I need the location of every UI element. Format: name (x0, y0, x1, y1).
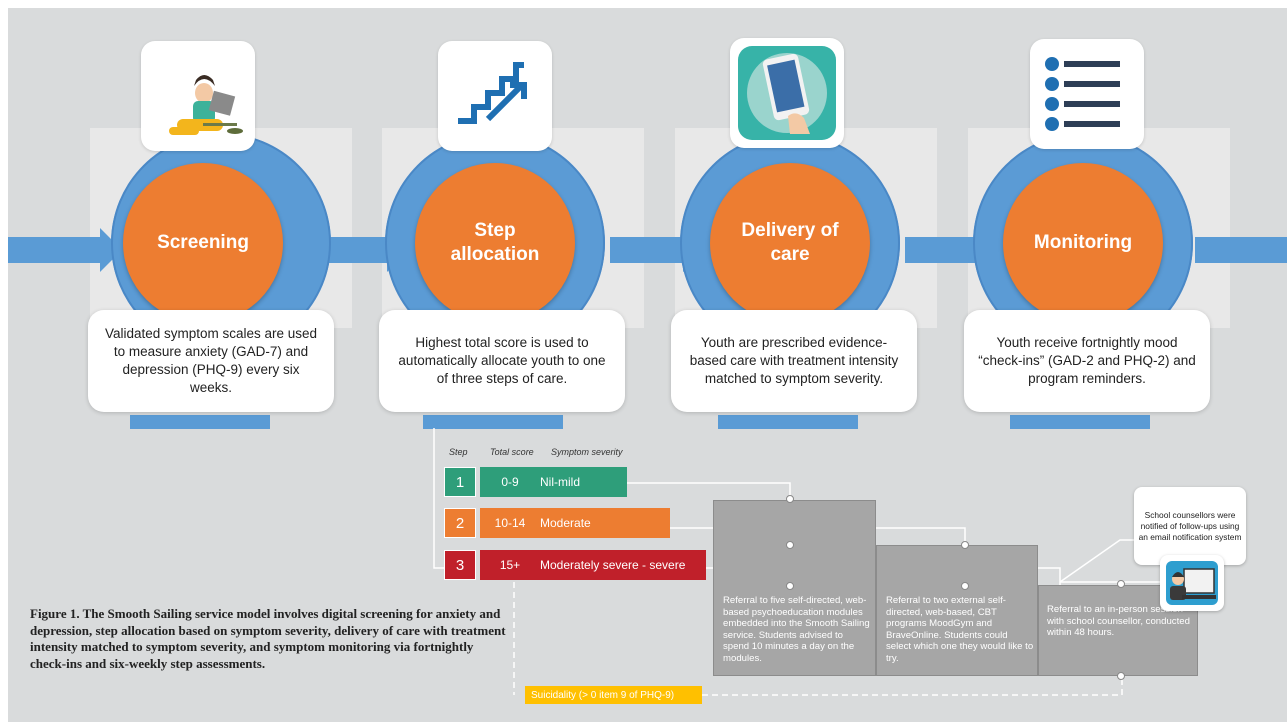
stage-description: Youth receive fortnightly mood “check-in… (964, 310, 1210, 412)
flow-pipe (320, 237, 395, 263)
stage-description: Validated symptom scales are used to mea… (88, 310, 334, 412)
stage-foot-bar (130, 415, 270, 429)
connector-dot (961, 541, 969, 549)
step-row-3: 15+ Moderately severe - severe (480, 550, 706, 580)
score-range: 0-9 (501, 475, 519, 489)
stage-description: Highest total score is used to automatic… (379, 310, 625, 412)
step-row-2: 10-14 Moderate (480, 508, 670, 538)
phone-app-icon (738, 46, 836, 140)
referral-box-step1 (713, 500, 876, 676)
connector-dot (786, 541, 794, 549)
score-range: 15+ (499, 558, 521, 572)
referral-text: Referral to five self-directed, web-base… (723, 595, 870, 664)
connector-dot (1117, 580, 1125, 588)
stage-foot-bar (423, 415, 563, 429)
stage-foot-bar (1010, 415, 1150, 429)
stage-screening: Screening (123, 163, 283, 323)
counsellor-icon-box (1160, 555, 1224, 611)
suicidality-flag: Suicidality (> 0 item 9 of PHQ-9) (525, 686, 702, 704)
connector-dot (786, 582, 794, 590)
referral-text: Referral to two external self-directed, … (886, 595, 1034, 664)
severity-label: Moderately severe - severe (540, 558, 686, 572)
checklist-icon (1045, 57, 1120, 131)
severity-label: Nil-mild (540, 475, 580, 489)
stage-foot-bar (718, 415, 858, 429)
referral-box-step2 (876, 545, 1038, 676)
counsellor-computer-icon (1166, 561, 1218, 605)
connector-dot (1117, 672, 1125, 680)
connector-dot (786, 495, 794, 503)
flow-pipe (610, 237, 690, 263)
stage-icon-box (1030, 39, 1144, 149)
score-range: 10-14 (494, 516, 526, 530)
severity-label: Moderate (540, 516, 591, 530)
step-header: Step (449, 447, 468, 457)
stage-icon-box (438, 41, 552, 151)
step-number: 3 (444, 550, 476, 580)
notification-callout: School counsellors were notified of foll… (1134, 487, 1246, 565)
flow-pipe (905, 237, 985, 263)
connector-dot (961, 582, 969, 590)
stage-icon-box (730, 38, 844, 148)
person-laptop-icon (169, 75, 243, 135)
stage-icon-box (141, 41, 255, 151)
score-header: Total score (490, 447, 534, 457)
severity-header: Symptom severity (551, 447, 623, 457)
stairs-arrow-icon (458, 62, 527, 124)
referral-text: Referral to an in-person session with sc… (1047, 604, 1190, 639)
stage-description: Youth are prescribed evidence-based care… (671, 310, 917, 412)
step-row-1: 0-9 Nil-mild (480, 467, 627, 497)
step-number: 2 (444, 508, 476, 538)
flow-pipe (1195, 237, 1287, 263)
stage-monitoring: Monitoring (1003, 163, 1163, 323)
flow-pipe (8, 237, 108, 263)
figure-caption: Figure 1. The Smooth Sailing service mod… (30, 606, 506, 671)
step-number: 1 (444, 467, 476, 497)
